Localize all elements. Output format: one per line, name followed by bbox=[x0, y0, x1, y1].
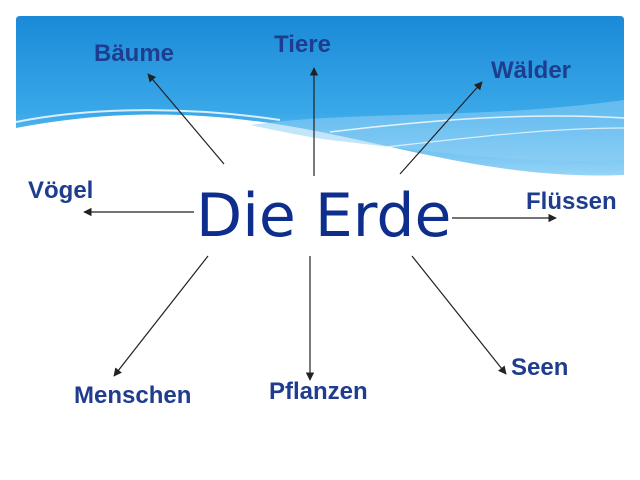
node-pflanzen: Pflanzen bbox=[269, 378, 368, 405]
node-menschen: Menschen bbox=[74, 382, 192, 409]
center-title: Die Erde bbox=[196, 181, 452, 251]
node-waelder: Wälder bbox=[491, 57, 572, 84]
node-baeume: Bäume bbox=[94, 40, 175, 67]
arrow-to-menschen bbox=[113, 255, 209, 377]
node-tiere: Tiere bbox=[274, 31, 331, 58]
node-seen: Seen bbox=[511, 354, 569, 381]
node-voegel: Vögel bbox=[28, 177, 94, 204]
arrow-to-baeume bbox=[147, 73, 225, 165]
sky-wave-background bbox=[15, 16, 625, 200]
arrow-to-seen bbox=[411, 255, 507, 375]
node-fluessen: Flüssen bbox=[526, 188, 617, 215]
arrow-to-waelder bbox=[399, 81, 483, 175]
